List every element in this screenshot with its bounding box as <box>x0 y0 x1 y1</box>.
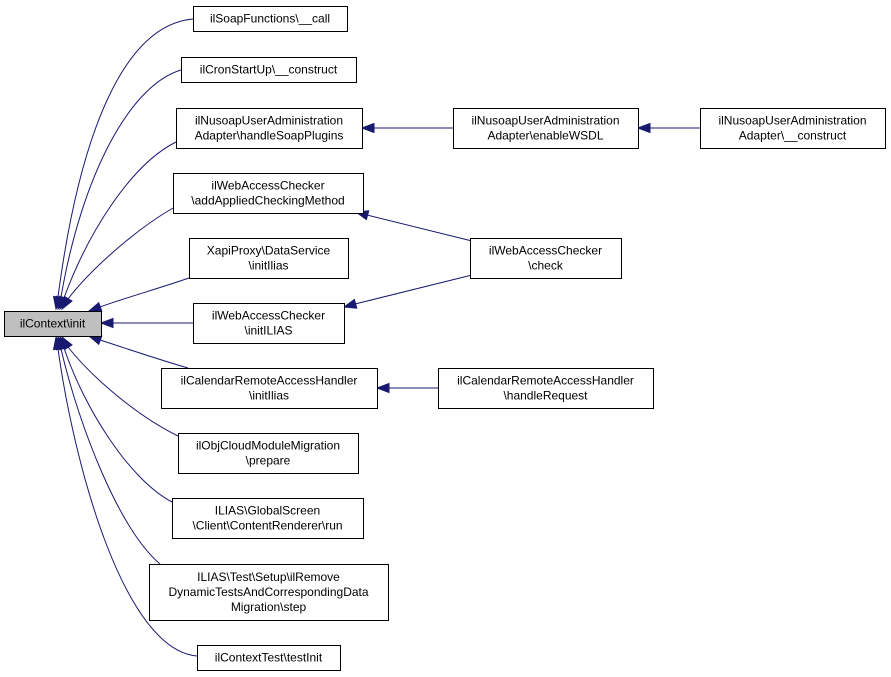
node-label-line: ilCronStartUp\__construct <box>200 63 338 77</box>
node-xapi[interactable]: XapiProxy\DataService\initIlias <box>189 238 349 279</box>
edge-cal_handle-to-cal_init <box>375 382 438 394</box>
edge-web_add-to-root <box>61 207 174 311</box>
node-nusoap-wsdl[interactable]: ilNusoapUserAdministrationAdapter\enable… <box>453 108 639 149</box>
node-label-line: DynamicTestsAndCorrespondingData <box>168 585 368 599</box>
node-label-line: Adapter\__construct <box>739 129 847 143</box>
edge-line <box>99 277 190 308</box>
node-label-line: Adapter\enableWSDL <box>487 129 603 143</box>
node-nusoap-plugins[interactable]: ilNusoapUserAdministrationAdapter\handle… <box>176 108 363 149</box>
edge-line <box>354 274 473 305</box>
node-soap-call[interactable]: ilSoapFunctions\__call <box>193 6 348 32</box>
arrow-head <box>342 298 358 309</box>
node-box[interactable] <box>470 238 622 279</box>
node-box[interactable] <box>4 311 102 337</box>
arrow-head <box>87 335 103 346</box>
arrow-head <box>375 382 390 394</box>
edge-line <box>60 348 161 565</box>
node-box[interactable] <box>181 57 357 83</box>
node-cron[interactable]: ilCronStartUp\__construct <box>181 57 357 83</box>
node-label-line: ilNusoapUserAdministration <box>471 114 619 128</box>
node-web-check[interactable]: ilWebAccessChecker\check <box>470 238 622 279</box>
edge-nusoap_construct-to-nusoap_wsdl <box>636 122 700 134</box>
node-label-line: \addAppliedCheckingMethod <box>191 194 344 208</box>
node-box[interactable] <box>700 108 886 149</box>
edge-line <box>57 348 198 657</box>
node-box[interactable] <box>176 108 363 149</box>
arrow-head <box>52 335 64 351</box>
node-label-line: \initIlias <box>249 389 289 403</box>
node-box[interactable] <box>189 238 349 279</box>
node-cal-init[interactable]: ilCalendarRemoteAccessHandler\initIlias <box>161 368 378 409</box>
nodes-layer: ilContext\init ilSoapFunctions\__call ilCr… <box>4 6 886 671</box>
node-label-line: Adapter\handleSoapPlugins <box>195 129 344 143</box>
edge-nusoap_wsdl-to-nusoap_plugins <box>360 122 453 134</box>
node-test-setup[interactable]: ILIAS\Test\Setup\ilRemoveDynamicTestsAnd… <box>149 564 389 621</box>
edge-line <box>366 214 473 242</box>
arrow-head <box>87 301 103 312</box>
node-box[interactable] <box>453 108 639 149</box>
edge-web_check-to-web_init <box>342 274 473 309</box>
node-box[interactable] <box>193 303 345 344</box>
edge-line <box>67 346 179 437</box>
node-label-line: \Client\ContentRenderer\run <box>192 519 342 533</box>
edge-soap_call-to-root <box>52 18 194 311</box>
node-nusoap-construct[interactable]: ilNusoapUserAdministrationAdapter\__cons… <box>700 108 886 149</box>
edge-cron-to-root <box>55 69 182 311</box>
node-label-line: \initILIAS <box>244 324 292 338</box>
node-label-line: ilCalendarRemoteAccessHandler <box>457 374 634 388</box>
node-label-line: ilContextTest\testInit <box>215 651 323 665</box>
node-label-line: XapiProxy\DataService <box>207 244 331 258</box>
edge-xapi-to-root <box>87 277 190 312</box>
node-label-line: ILIAS\GlobalScreen <box>215 504 320 518</box>
edge-cal_init-to-root <box>87 335 189 369</box>
arrow-head <box>360 122 375 134</box>
node-label-line: ilWebAccessChecker <box>489 244 602 258</box>
node-label-line: ilWebAccessChecker <box>212 309 325 323</box>
edge-line <box>60 69 182 298</box>
node-box[interactable] <box>149 564 389 621</box>
edge-context_test-to-root <box>52 335 198 657</box>
node-label-line: \check <box>528 259 564 273</box>
node-cal-handle[interactable]: ilCalendarRemoteAccessHandler\handleRequ… <box>438 368 654 409</box>
edge-web_check-to-web_add <box>354 210 473 242</box>
edge-line <box>63 347 173 503</box>
edge-test_setup-to-root <box>55 335 161 565</box>
node-box[interactable] <box>161 368 378 409</box>
node-label-line: ilNusoapUserAdministration <box>195 114 343 128</box>
node-label-line: \handleRequest <box>503 389 588 403</box>
node-label-line: ilWebAccessChecker <box>211 179 324 193</box>
edge-line <box>63 141 177 299</box>
edges-layer <box>52 18 700 657</box>
node-label-line: \prepare <box>246 454 291 468</box>
node-root[interactable]: ilContext\init <box>4 311 102 337</box>
node-label-line: ILIAS\Test\Setup\ilRemove <box>197 570 340 584</box>
node-box[interactable] <box>193 6 348 32</box>
node-label-line: ilObjCloudModuleMigration <box>196 439 340 453</box>
node-box[interactable] <box>178 433 359 474</box>
arrow-head <box>99 317 114 329</box>
node-box[interactable] <box>197 645 341 671</box>
node-label-line: \initIlias <box>248 259 288 273</box>
node-box[interactable] <box>173 173 364 214</box>
node-objcloud[interactable]: ilObjCloudModuleMigration\prepare <box>178 433 359 474</box>
node-label-line: ilContext\init <box>20 317 86 331</box>
node-label-line: Migration\step <box>231 600 307 614</box>
arrow-head <box>636 122 651 134</box>
node-label-line: ilNusoapUserAdministration <box>718 114 866 128</box>
node-globalscreen[interactable]: ILIAS\GlobalScreen\Client\ContentRendere… <box>172 498 364 539</box>
node-label-line: ilCalendarRemoteAccessHandler <box>181 374 358 388</box>
node-context-test[interactable]: ilContextTest\testInit <box>197 645 341 671</box>
edge-globalscreen-to-root <box>59 335 173 503</box>
edge-line <box>57 18 194 298</box>
edge-web_init-to-root <box>99 317 193 329</box>
edge-line <box>99 339 189 369</box>
node-label-line: ilSoapFunctions\__call <box>210 12 330 26</box>
node-web-init[interactable]: ilWebAccessChecker\initILIAS <box>193 303 345 344</box>
edge-line <box>67 207 174 300</box>
node-box[interactable] <box>438 368 654 409</box>
node-box[interactable] <box>172 498 364 539</box>
node-web-add[interactable]: ilWebAccessChecker\addAppliedCheckingMet… <box>173 173 364 214</box>
arrow-head <box>61 295 73 311</box>
